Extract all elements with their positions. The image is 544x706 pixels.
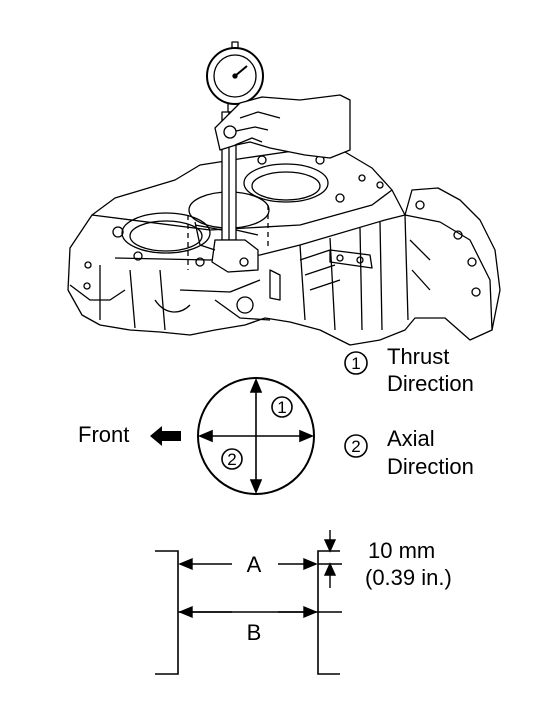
legend-text-thrust: Thrust [387,344,449,369]
label-a: A [247,552,262,577]
bore-marker-2-text: 2 [227,450,236,469]
bore-gauge-illustration [187,41,351,273]
legend-text-axial: Axial [387,426,435,451]
legend-marker-2 [344,434,368,458]
legend-number-2: 2 [351,437,360,456]
legend-marker-1 [344,351,368,375]
position-b-arrows [178,605,318,619]
legend-text-thrust-direction: Direction [387,371,474,396]
bore-marker-1 [271,396,293,418]
thrust-direction-arrow [197,429,315,443]
bore-direction-diagram: Front 1 2 [78,377,315,495]
cylinder-wall-left [155,550,179,675]
position-a-arrows [178,557,318,571]
legend-number-1: 1 [351,354,360,373]
front-arrow-icon [150,426,181,446]
offset-dimension-arrows [323,530,337,588]
offset-distance-mm: 10 mm [368,538,435,563]
engine-block-illustration [67,149,501,346]
legend-item-thrust: 1 Thrust Direction [344,344,474,396]
bore-marker-2 [221,448,243,470]
legend-item-axial: 2 Axial Direction [344,426,474,479]
label-b: B [247,620,262,645]
front-label: Front [78,422,129,447]
legend-text-axial-direction: Direction [387,454,474,479]
bore-marker-1-text: 1 [277,398,286,417]
offset-distance-in: (0.39 in.) [365,565,452,590]
